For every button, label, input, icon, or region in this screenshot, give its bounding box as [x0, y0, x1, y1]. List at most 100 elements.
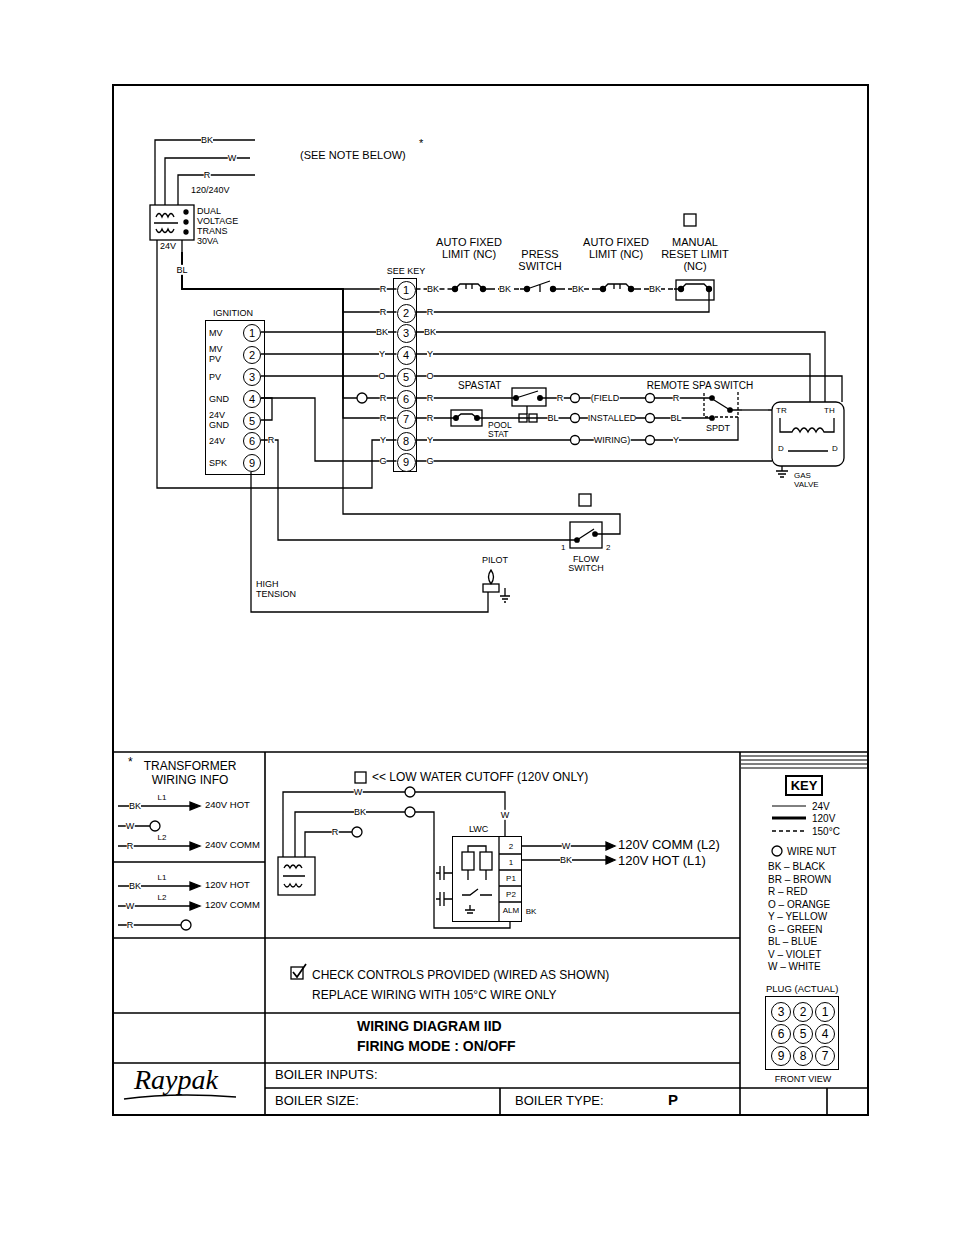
low-water-cutoff-wiring: [278, 857, 315, 895]
plug-pin: 6: [771, 1024, 791, 1044]
pilot: PILOT: [478, 568, 512, 606]
wire-label: R: [380, 413, 387, 423]
transformer-wiring-arrows: [150, 821, 160, 831]
node-text: 5: [800, 1028, 807, 1040]
wire-label: HIGH TENSION: [256, 580, 302, 600]
node-text: PLUG (ACTUAL): [766, 984, 838, 995]
label-text: (FIELD: [591, 393, 620, 403]
legend-sample: [772, 830, 806, 831]
label-text: INSTALLED: [588, 413, 636, 423]
label-text: CHECK CONTROLS PROVIDED (WIRED AS SHOWN): [312, 969, 609, 983]
node-text: GAS VALVE: [794, 472, 830, 490]
wire: [261, 375, 397, 376]
node-text: ALM: [503, 906, 519, 915]
terminal-circle: 1: [397, 281, 416, 300]
spa-switch-symbol: [728, 408, 732, 412]
label-text: (SEE NOTE BELOW): [300, 149, 406, 162]
transformer-symbol: [184, 220, 188, 224]
pilot-symbol: [489, 570, 494, 584]
wire: [182, 252, 397, 398]
label-text: BK: [129, 801, 141, 811]
logo-swash: [124, 1095, 236, 1099]
label-text: BK: [354, 807, 366, 817]
spa-switch: REMOTE SPA SWITCHSPDT: [698, 388, 742, 446]
label-text: BOILER INPUTS:: [275, 1068, 378, 1083]
wire-label: BL: [547, 413, 558, 423]
wire: [157, 252, 397, 488]
plug-pin: 7: [815, 1046, 835, 1066]
label-text: BOILER SIZE:: [275, 1094, 359, 1109]
label-text: L2: [158, 893, 167, 902]
wire-nut: [405, 807, 415, 817]
flow-switch-symbol: [593, 532, 597, 536]
low-water-cutoff-wiring: [606, 842, 615, 850]
wire-label: G: [379, 456, 386, 466]
node-text: 6: [403, 394, 409, 405]
wire-nut: [571, 394, 580, 403]
flow-switch-symbol: [575, 538, 579, 542]
flow-switch-symbol: [579, 494, 591, 506]
node-text: MV: [209, 328, 223, 338]
node-text: 2: [249, 350, 255, 361]
pin-circle: 5: [243, 412, 261, 430]
legend-text: WIRE NUT: [787, 846, 836, 858]
node-text: P1: [506, 874, 516, 883]
label-text: BL – BLUE: [768, 936, 817, 948]
legend-text: 24V: [812, 801, 830, 813]
thermostat-symbols: [508, 391, 550, 414]
label-text: WIRING): [594, 435, 631, 445]
node-text: MANUAL RESET LIMIT (NC): [655, 236, 735, 272]
transformer-symbol: [150, 140, 255, 252]
wire-nut: [357, 393, 367, 403]
wire-label: R: [380, 393, 387, 403]
label-text: W: [126, 821, 135, 831]
thermostat-symbols: [512, 388, 546, 406]
wire: [182, 252, 397, 312]
plug: PLUG (ACTUAL)FRONT VIEW321654987: [765, 996, 839, 1070]
label-text: BK: [526, 907, 537, 916]
pilot-symbol: [487, 592, 488, 606]
transformer-wiring-arrows: [118, 806, 190, 925]
node-text: 6: [249, 436, 255, 447]
frame: [113, 85, 868, 1115]
wire-label: R: [557, 393, 564, 403]
node-text: PRESS SWITCH: [510, 248, 570, 272]
wire-nut: [352, 827, 362, 837]
terminal-circle: 7: [397, 410, 416, 429]
transformer-wiring-arrows: [190, 842, 200, 850]
label-text: O – ORANGE: [768, 899, 830, 911]
label-text: Y – YELLOW: [768, 911, 827, 923]
terminal-circle: 8: [397, 432, 416, 451]
plug-pin: 8: [793, 1046, 813, 1066]
wire: [182, 252, 397, 418]
low-water-cutoff-wiring: [278, 772, 615, 928]
label-text: BL: [670, 413, 681, 423]
transformer: 120/240VDUAL VOLTAGE TRANS 30VA24V: [148, 184, 252, 252]
node-text: PILOT: [482, 555, 508, 565]
plug-pin: 4: [815, 1024, 835, 1044]
low-water-cutoff-wiring: [436, 866, 452, 906]
limit-switch-symbols: [453, 287, 458, 292]
label-text: W: [228, 153, 237, 163]
node-text: 2: [606, 543, 610, 552]
node-text: 24V: [160, 241, 176, 251]
label-text: W: [354, 787, 363, 797]
node-text: MV PV: [209, 345, 233, 365]
gas-valve-symbol: [776, 466, 788, 477]
pin-circle: 2: [243, 346, 261, 364]
wire: [742, 409, 768, 410]
flow-switch-symbol: [570, 522, 602, 548]
spa-switch-symbol: [698, 391, 742, 440]
wire: [416, 439, 699, 440]
label-text: 120V COMM (L2): [618, 838, 720, 853]
node-text: FLOW SWITCH: [564, 555, 608, 574]
wire-label: O: [378, 371, 385, 381]
limit-switch-symbols: [601, 287, 606, 292]
label-text: BK – BLACK: [768, 861, 825, 873]
node-text: 3: [249, 372, 255, 383]
terminal-circle: 2: [397, 304, 416, 323]
node-text: 3: [403, 328, 409, 339]
wire-label: Y: [379, 349, 385, 359]
node-text: TH: [824, 406, 835, 415]
wire-nut: [646, 394, 655, 403]
